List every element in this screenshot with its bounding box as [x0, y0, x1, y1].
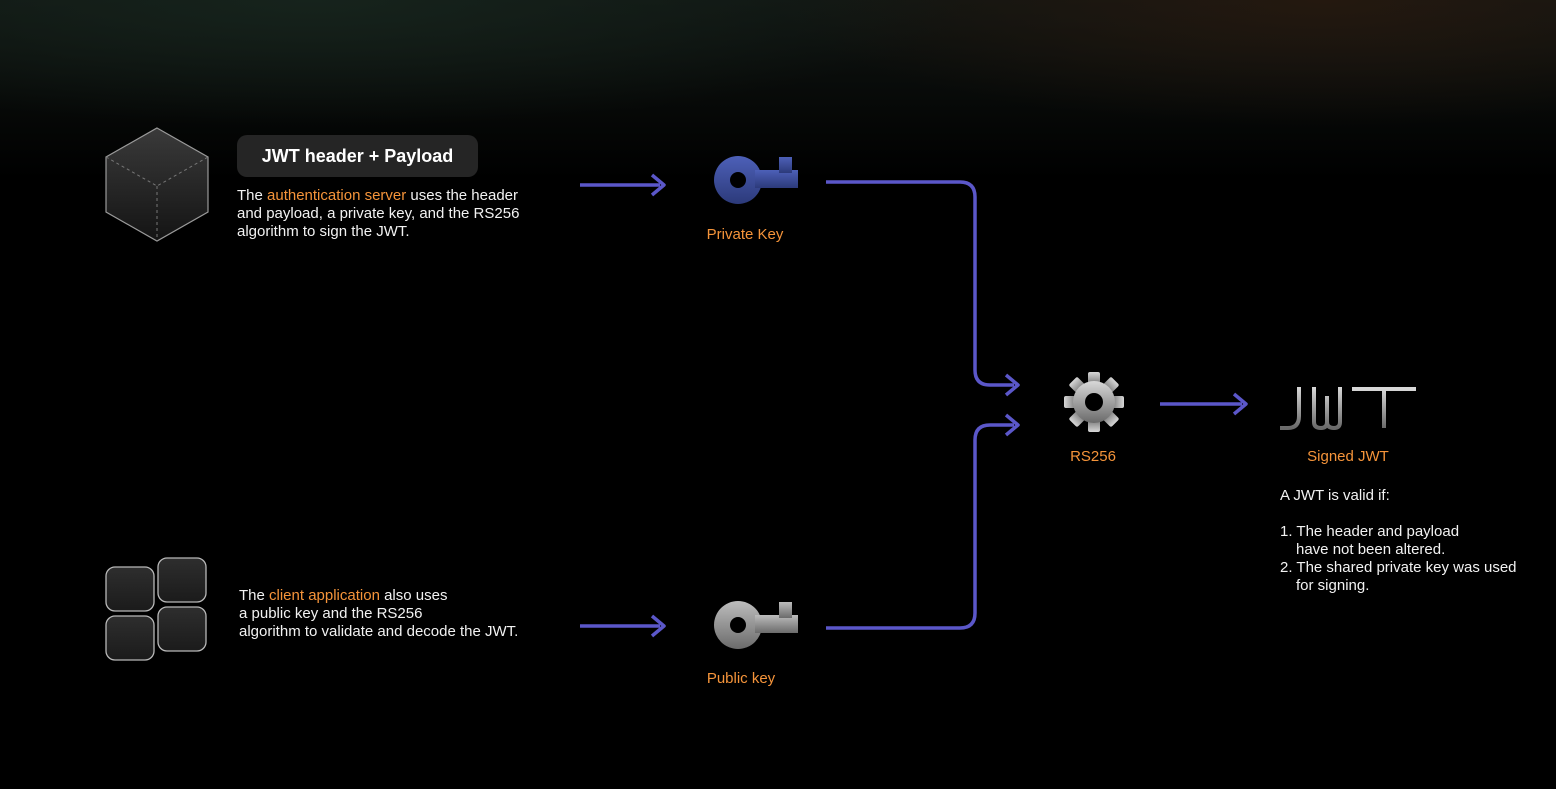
public-key-label: Public key	[706, 670, 776, 687]
cube-icon	[105, 127, 209, 242]
text-fragment: The	[237, 187, 268, 204]
client-application-highlight: client application	[269, 587, 380, 604]
jwt-logo-icon	[1280, 387, 1416, 431]
public-key-icon	[714, 601, 798, 649]
text-fragment: uses the header	[406, 187, 519, 204]
spacer	[1280, 505, 1550, 523]
server-desc-line1: The authentication server uses the heade…	[237, 187, 567, 205]
validity-item-2-line1: 2. The shared private key was used	[1280, 559, 1517, 576]
badge-label: JWT header + Payload	[261, 145, 454, 166]
client-description: The client application also uses a publi…	[239, 587, 569, 641]
signed-jwt-label: Signed JWT	[1307, 448, 1389, 465]
client-desc-line3: algorithm to validate and decode the JWT…	[239, 623, 519, 640]
private-key-label: Private Key	[706, 226, 784, 243]
text-fragment: The	[239, 587, 270, 604]
gear-icon	[1064, 372, 1124, 432]
validity-item-1-line1: 1. The header and payload	[1280, 523, 1460, 540]
client-desc-line2: a public key and the RS256	[239, 605, 423, 622]
text-fragment: also uses	[379, 587, 448, 604]
server-description: The authentication server uses the heade…	[237, 187, 567, 241]
validity-item-1-line2: have not been altered.	[1296, 541, 1446, 558]
validity-item-2-line2: for signing.	[1296, 577, 1370, 594]
server-desc-line3: algorithm to sign the JWT.	[237, 223, 410, 240]
rs256-label: RS256	[1070, 448, 1116, 465]
validity-heading: A JWT is valid if:	[1280, 487, 1390, 504]
app-grid-icon	[105, 557, 207, 661]
validity-notes: A JWT is valid if: 1. The header and pay…	[1280, 487, 1550, 595]
connector-public-key-to-rs256	[826, 413, 1020, 630]
server-desc-line2: and payload, a private key, and the RS25…	[237, 205, 520, 222]
jwt-header-payload-badge: JWT header + Payload	[237, 135, 478, 177]
client-desc-line1: The client application also uses	[239, 587, 569, 605]
authentication-server-highlight: authentication server	[267, 187, 407, 204]
connector-private-key-to-rs256	[826, 180, 1020, 397]
private-key-icon	[714, 156, 798, 204]
arrow-client-to-public-key	[580, 614, 666, 638]
arrow-rs256-to-signed-jwt	[1160, 392, 1248, 416]
arrow-server-to-private-key	[580, 173, 666, 197]
